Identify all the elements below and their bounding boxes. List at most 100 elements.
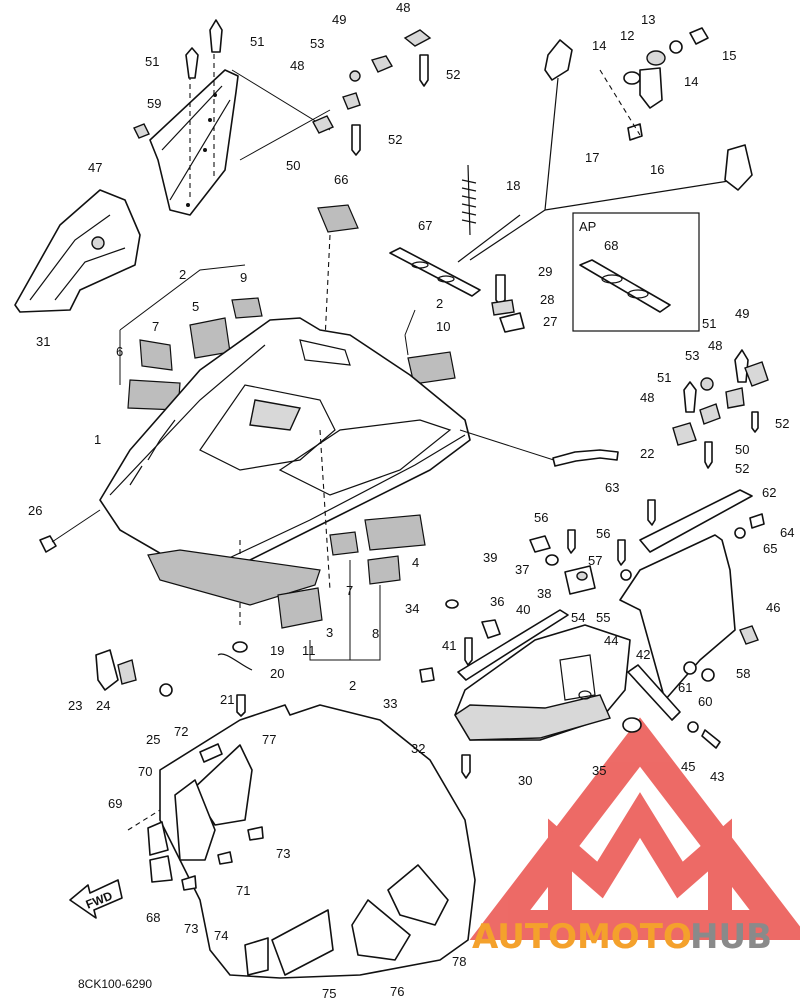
callout-6: 6 (116, 344, 123, 359)
callout-50: 50 (286, 158, 300, 173)
rivets-51-top (185, 19, 223, 79)
callout-layer: 5151494853485252505947311312141415171618… (28, 0, 794, 999)
callout-52: 52 (446, 67, 460, 82)
pin-41 (464, 637, 473, 666)
callout-11: 11 (302, 643, 316, 658)
callout-4: 4 (412, 555, 419, 570)
clip-set-upper (312, 29, 432, 156)
callout-24: 24 (96, 698, 110, 713)
callout-52: 52 (388, 132, 402, 147)
callout-10: 10 (436, 319, 450, 334)
callout-2: 2 (349, 678, 356, 693)
callout-63: 63 (605, 480, 619, 495)
callout-35: 35 (592, 763, 606, 778)
callout-43: 43 (710, 769, 724, 784)
bolt-32 (461, 754, 471, 779)
callout-57: 57 (588, 553, 602, 568)
callout-28: 28 (540, 292, 554, 307)
callout-9: 9 (240, 270, 247, 285)
callout-40: 40 (516, 602, 530, 617)
callout-19: 19 (270, 643, 284, 658)
callout-49: 49 (735, 306, 749, 321)
panel-46 (619, 534, 736, 701)
callout-52: 52 (775, 416, 789, 431)
spring-18 (461, 164, 477, 236)
callout-8: 8 (372, 626, 379, 641)
callout-15: 15 (722, 48, 736, 63)
callout-29: 29 (538, 264, 552, 279)
callout-47: 47 (88, 160, 102, 175)
callout-46: 46 (766, 600, 780, 615)
callout-51: 51 (702, 316, 716, 331)
callout-2: 2 (179, 267, 186, 282)
callout-2: 2 (436, 296, 443, 311)
rivet-59 (133, 123, 150, 139)
callout-39: 39 (483, 550, 497, 565)
watermark-brand: AUTOMOTO HUB (472, 917, 772, 957)
callout-76: 76 (390, 984, 404, 999)
callout-51: 51 (250, 34, 264, 49)
callout-58: 58 (736, 666, 750, 681)
callout-26: 26 (28, 503, 42, 518)
callout-62: 62 (762, 485, 776, 500)
callout-64: 64 (780, 525, 794, 540)
callout-13: 13 (641, 12, 655, 27)
callout-25: 25 (146, 732, 160, 747)
callout-7: 7 (346, 583, 353, 598)
callout-5: 5 (192, 299, 199, 314)
callout-1: 1 (94, 432, 101, 447)
diagram-code: 8CK100-6290 (78, 977, 152, 991)
foam-pads-lower (147, 514, 426, 629)
callout-53: 53 (310, 36, 324, 51)
callout-44: 44 (604, 633, 618, 648)
callout-12: 12 (620, 28, 634, 43)
fwd-arrow-icon: FWD (69, 879, 123, 919)
clip-set-right (672, 349, 769, 469)
callout-16: 16 (650, 162, 664, 177)
callout-22: 22 (640, 446, 654, 461)
callout-71: 71 (236, 883, 250, 898)
strip-42 (627, 664, 681, 721)
callout-77: 77 (262, 732, 276, 747)
callout-27: 27 (543, 314, 557, 329)
callout-66: 66 (334, 172, 348, 187)
callout-37: 37 (515, 562, 529, 577)
callout-45: 45 (681, 759, 695, 774)
parts-37-39-54-57 (529, 529, 632, 595)
callout-67: 67 (418, 218, 432, 233)
callout-56: 56 (596, 526, 610, 541)
callout-75: 75 (322, 986, 336, 999)
fasteners-27-29 (491, 274, 525, 333)
side-panel-31 (14, 189, 141, 313)
callout-14: 14 (684, 74, 698, 89)
callout-60: 60 (698, 694, 712, 709)
callout-56: 56 (534, 510, 548, 525)
callout-61: 61 (678, 680, 692, 695)
screw-26 (39, 509, 101, 553)
callout-73: 73 (184, 921, 198, 936)
watermark-text-hub: HUB (690, 917, 772, 957)
callout-7: 7 (152, 319, 159, 334)
clip-20 (217, 653, 253, 671)
watermark-logo-mark (469, 717, 800, 940)
callout-38: 38 (537, 586, 551, 601)
callout-48: 48 (290, 58, 304, 73)
callout-69: 69 (108, 796, 122, 811)
bolt-21 (236, 694, 246, 717)
callout-73: 73 (276, 846, 290, 861)
cap-35 (622, 717, 642, 733)
callout-30: 30 (518, 773, 532, 788)
callout-51: 51 (145, 54, 159, 69)
callout-53: 53 (685, 348, 699, 363)
callout-52: 52 (735, 461, 749, 476)
foam-pads-upper (127, 297, 456, 411)
callout-20: 20 (270, 666, 284, 681)
callout-3: 3 (326, 625, 333, 640)
console-30 (454, 624, 631, 741)
callout-65: 65 (763, 541, 777, 556)
seal-67 (389, 247, 481, 297)
release-lever-assembly (457, 27, 753, 263)
callout-41: 41 (442, 638, 456, 653)
ap-label: AP (579, 219, 596, 234)
